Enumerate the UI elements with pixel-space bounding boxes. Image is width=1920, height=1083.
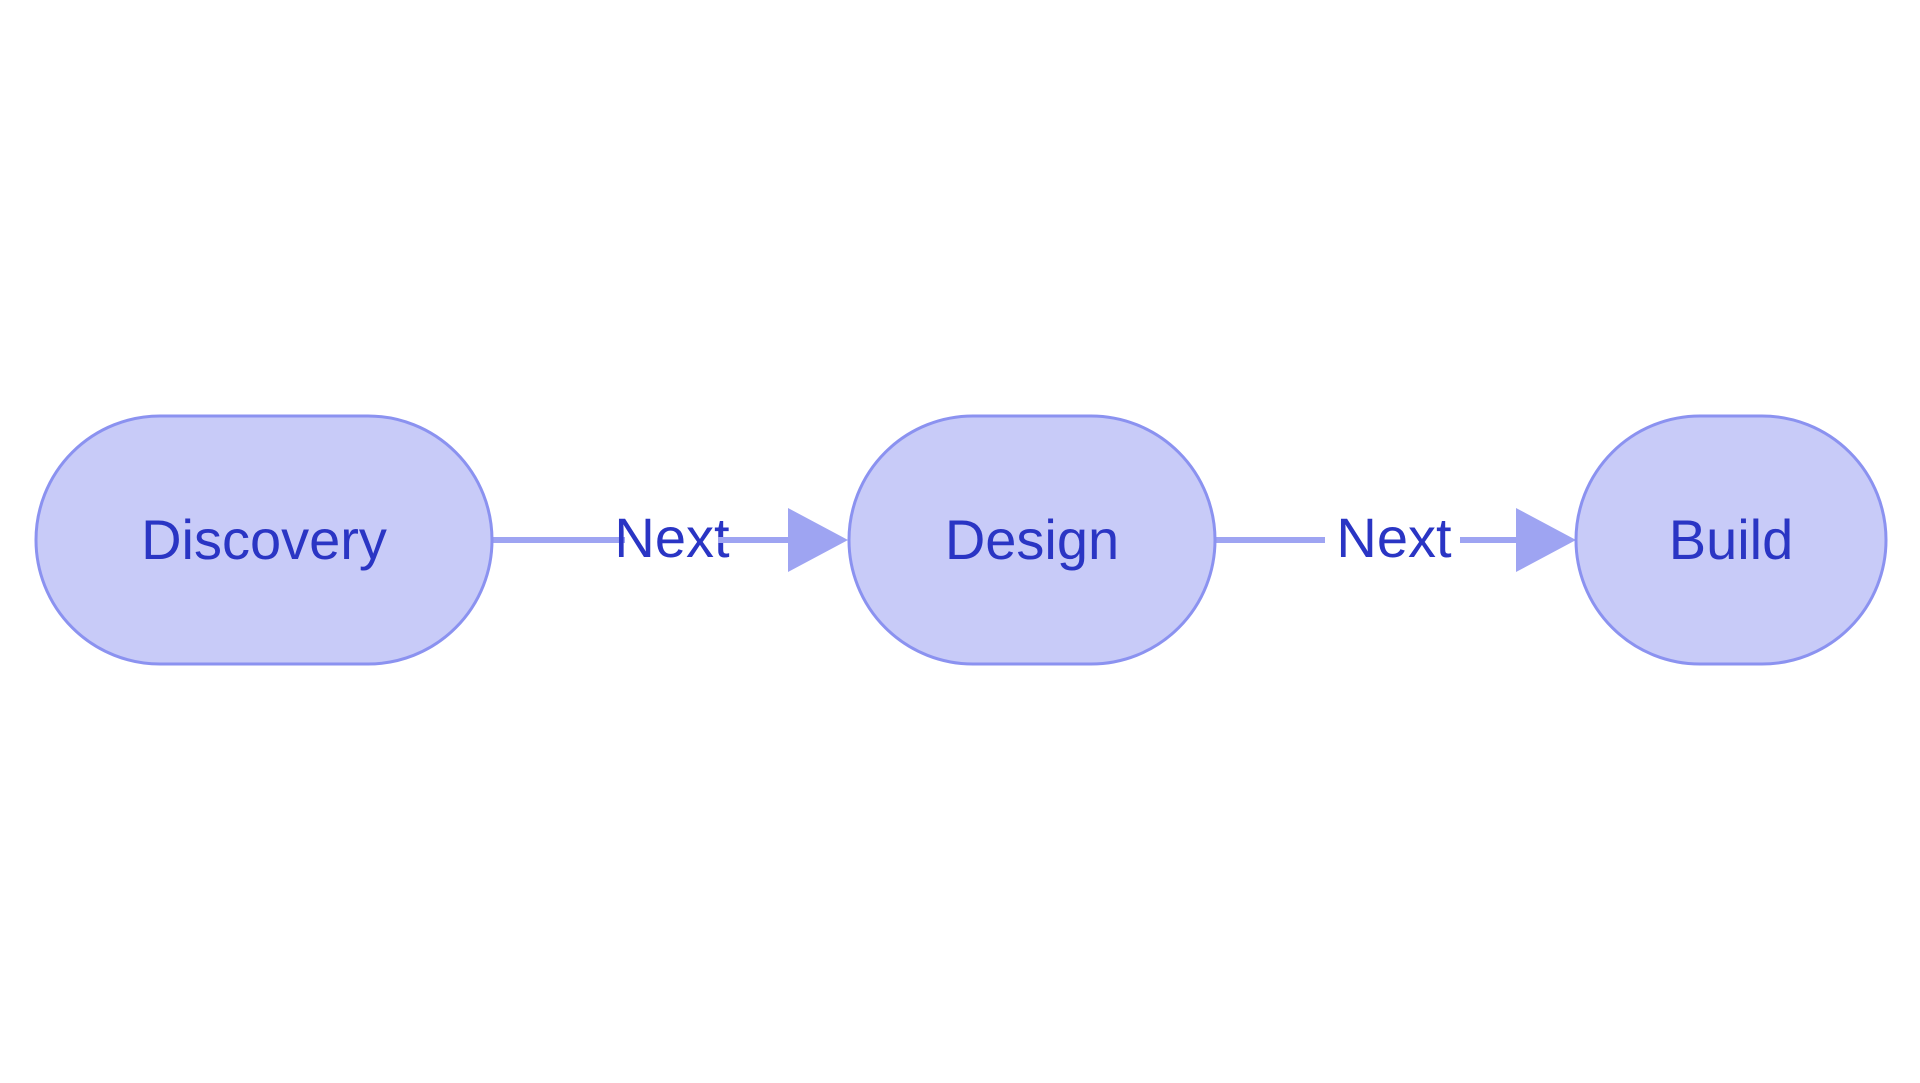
node-design[interactable]: Design: [847, 414, 1217, 666]
edge-discovery-design[interactable]: Next: [492, 506, 848, 572]
node-design-shape: [847, 414, 1217, 666]
edge-design-build[interactable]: Next: [1213, 506, 1576, 572]
arrowhead-icon-1: [788, 508, 848, 572]
node-build-shape: [1574, 414, 1888, 666]
node-discovery[interactable]: Discovery: [34, 414, 494, 666]
node-build[interactable]: Build: [1574, 414, 1888, 666]
edge-label-1: Next: [614, 506, 730, 569]
node-discovery-shape: [34, 414, 494, 666]
arrowhead-icon-2: [1516, 508, 1576, 572]
node-design-label: Design: [945, 508, 1119, 571]
node-build-label: Build: [1669, 508, 1794, 571]
node-discovery-label: Discovery: [141, 508, 387, 571]
edge-label-2: Next: [1336, 506, 1452, 569]
